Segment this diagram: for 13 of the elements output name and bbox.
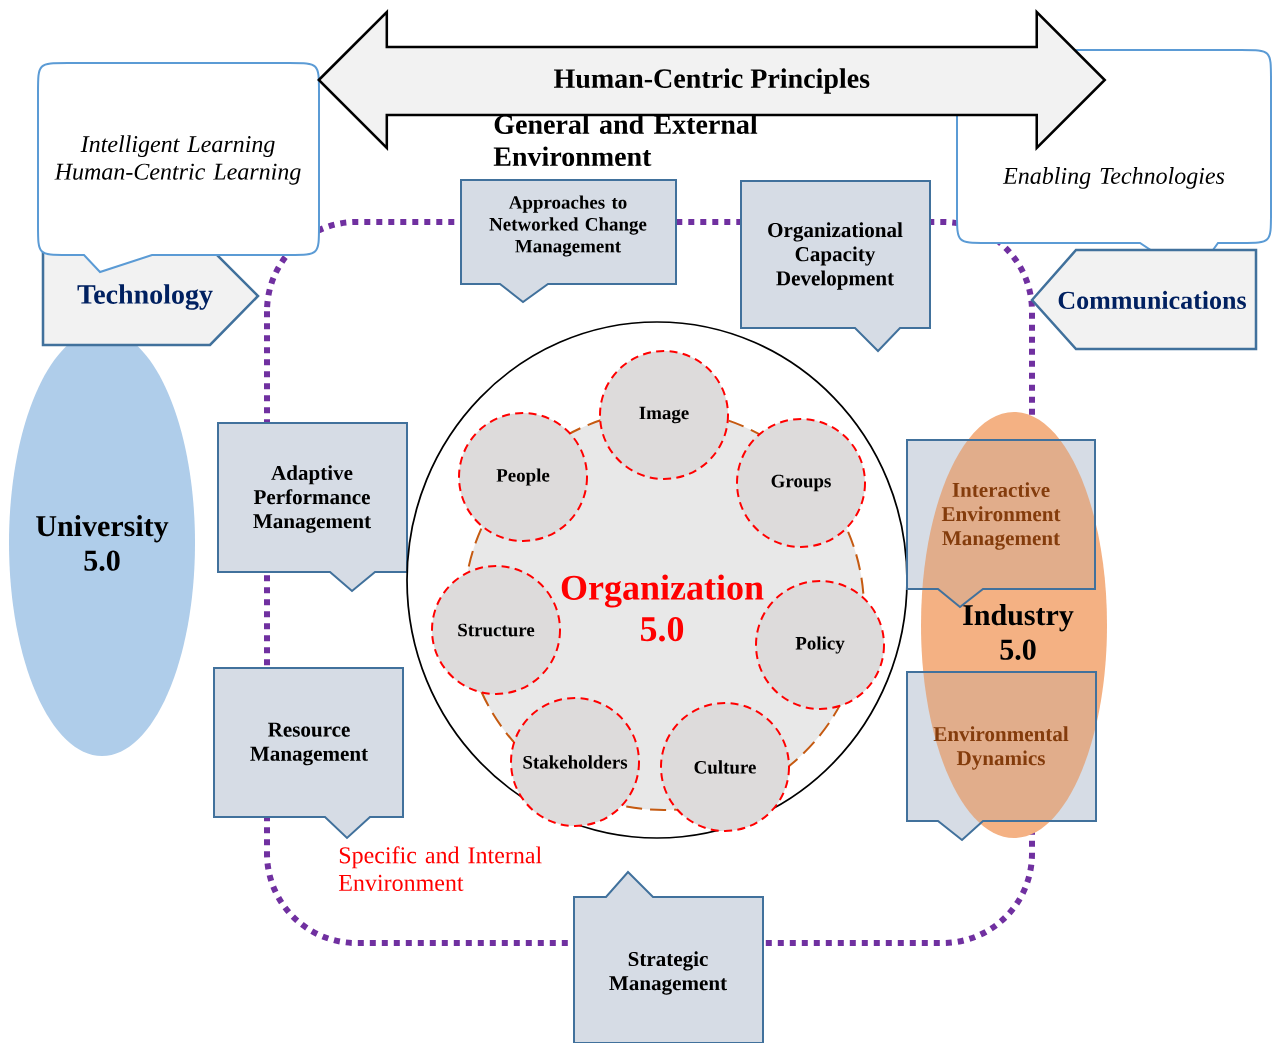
callout-box: Environmental Dynamics bbox=[906, 671, 1097, 842]
pointer-box: Communications bbox=[1030, 248, 1258, 351]
callout-box: Adaptive Performance Management bbox=[217, 422, 408, 593]
callout-box: Organizational Capacity Development bbox=[740, 180, 931, 353]
oval: University 5.0 bbox=[9, 330, 195, 756]
edge-label: Human-Centric Principles bbox=[554, 68, 870, 94]
callout-box: Resource Management bbox=[213, 667, 404, 840]
callout-box: Approaches to Networked Change Management bbox=[460, 179, 677, 304]
callout-box: Strategic Management bbox=[573, 870, 764, 1043]
section-heading: General and External Environment bbox=[493, 114, 758, 167]
speech-callout: Intelligent Learning Human-Centric Learning bbox=[37, 62, 320, 273]
section-label: Specific and Internal Environment bbox=[338, 846, 542, 891]
block-arrow bbox=[317, 8, 1107, 152]
